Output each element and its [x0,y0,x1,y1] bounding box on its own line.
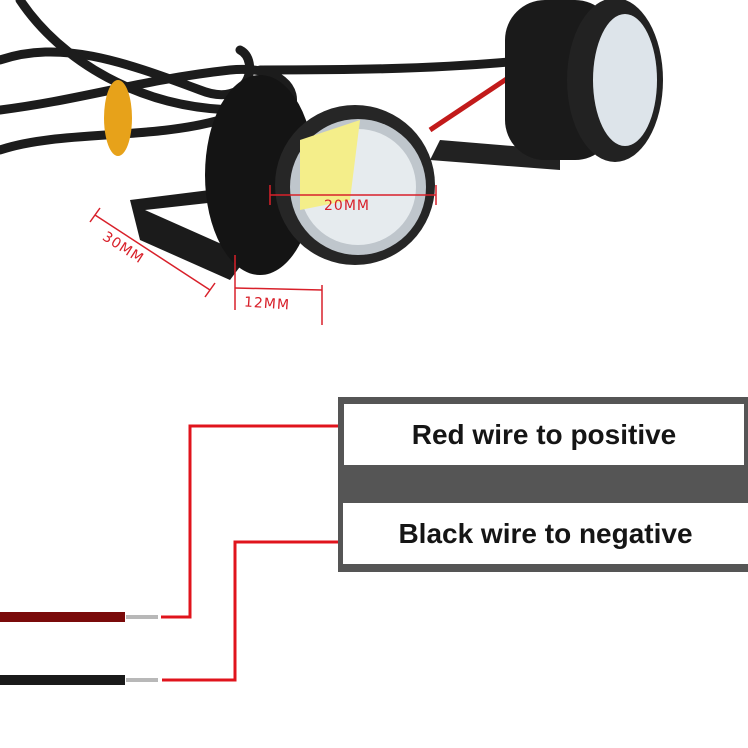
red-cable [0,612,125,622]
height-label: 12MM [243,294,291,314]
black-cable-strip [126,678,158,682]
wiring-label-box: Red wire to positive Black wire to negat… [338,397,748,572]
positive-wire-line [161,424,338,619]
dimension-lines [89,185,437,325]
red-cable-strip [126,615,158,619]
cable-tie [104,80,132,156]
rear-light [430,0,663,170]
diameter-label: 20MM [324,198,370,214]
black-cable [0,675,125,685]
negative-label: Black wire to negative [343,503,748,564]
front-light [130,75,435,280]
positive-label: Red wire to positive [344,404,744,465]
wiring-diagram [0,424,338,685]
negative-wire-line [162,540,338,682]
